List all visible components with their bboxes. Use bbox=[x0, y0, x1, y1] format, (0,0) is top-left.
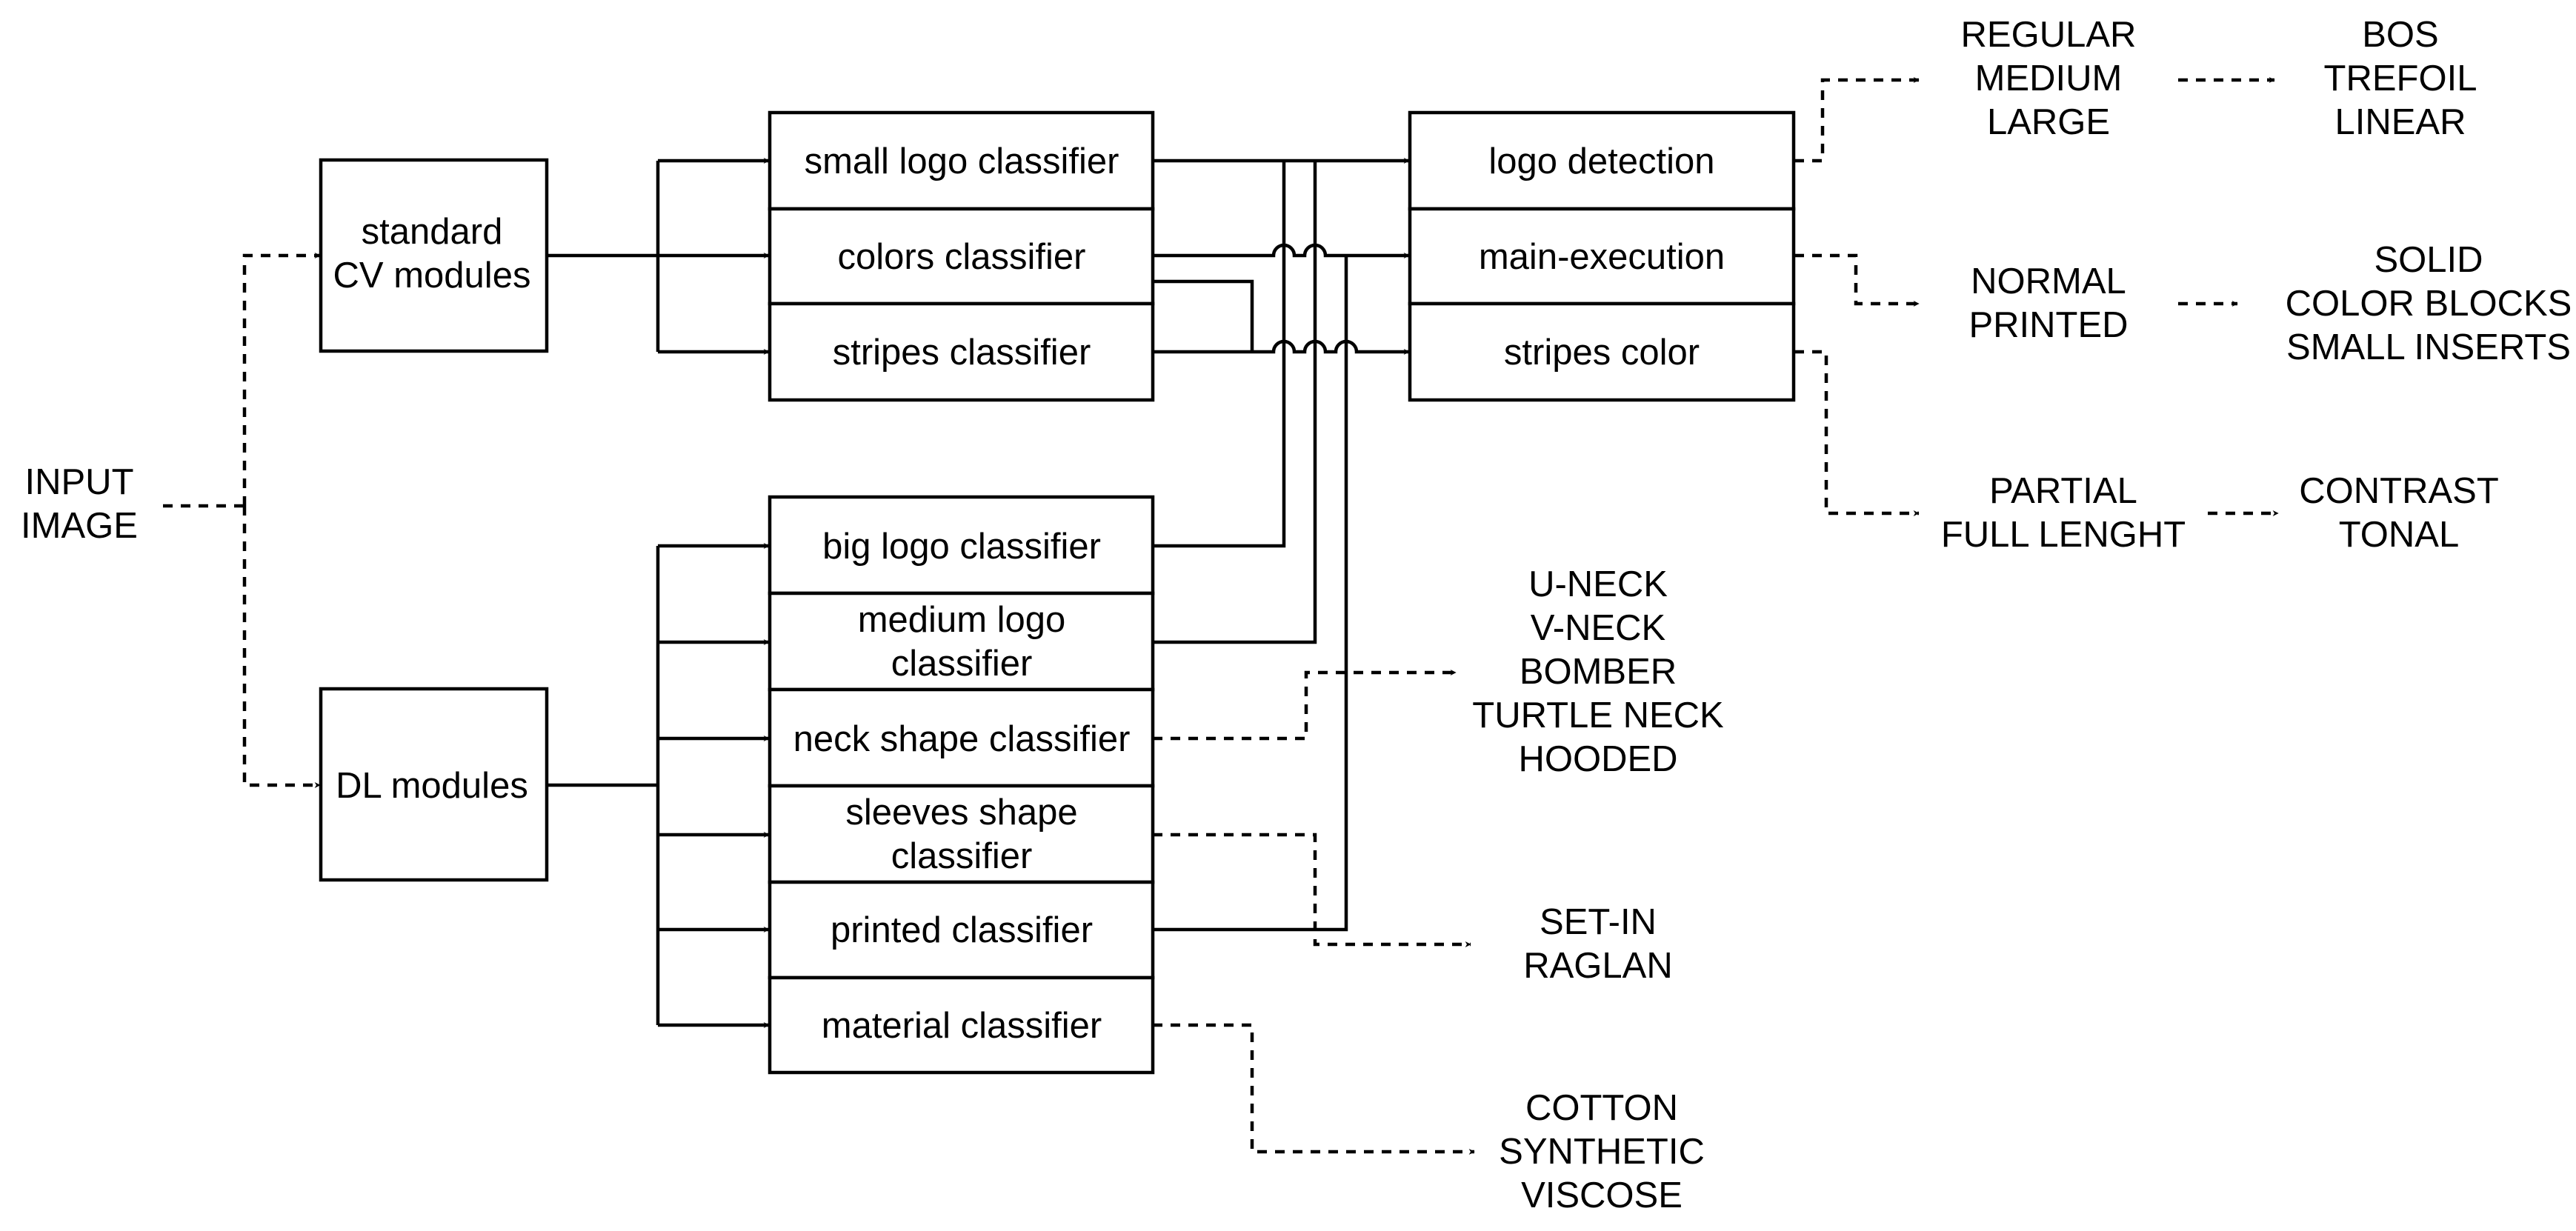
logo-detection-output-arrow bbox=[1794, 77, 1920, 163]
stripes-color-box bbox=[1408, 301, 1796, 402]
input-to-cv-arrow bbox=[242, 253, 321, 506]
stripes-classifier-box bbox=[768, 301, 1155, 402]
boxes bbox=[319, 110, 1796, 1075]
standard-cv-modules-box bbox=[319, 158, 549, 353]
colors-to-stripes-color-link bbox=[1153, 279, 1254, 352]
medium-logo-feed bbox=[1153, 161, 1317, 644]
stripes-color-output-arrow bbox=[1794, 350, 1920, 516]
neck-output-arrow bbox=[1153, 670, 1457, 741]
neck-shape-classifier-label: neck shape classifier bbox=[793, 719, 1131, 759]
colors-to-main-execution-arrow bbox=[1153, 243, 1410, 258]
big-logo-feed bbox=[1153, 161, 1286, 548]
printed-feed bbox=[1153, 256, 1348, 932]
neck-shape-classifier-box bbox=[768, 687, 1155, 788]
logo-detection-box bbox=[1408, 110, 1796, 211]
stripes-classifier-label: stripes classifier bbox=[833, 333, 1091, 373]
material-classifier-box bbox=[768, 975, 1155, 1075]
big-logo-classifier-box bbox=[768, 495, 1155, 596]
logo-detection-label: logo detection bbox=[1488, 141, 1714, 181]
dl-modules-label: DL modules bbox=[336, 766, 528, 806]
material-classifier-label: material classifier bbox=[822, 1006, 1102, 1046]
colors-classifier-label: colors classifier bbox=[838, 237, 1086, 277]
printed-classifier-box bbox=[768, 880, 1155, 980]
main-execution-box bbox=[1408, 207, 1796, 306]
main-execution-output-arrow bbox=[1794, 253, 1920, 307]
colors-classifier-box bbox=[768, 207, 1155, 306]
material-output-arrow bbox=[1153, 1023, 1475, 1155]
small-logo-classifier-label: small logo classifier bbox=[805, 141, 1119, 181]
dl-modules-box bbox=[319, 687, 549, 882]
printed-classifier-label: printed classifier bbox=[831, 910, 1093, 950]
connectors bbox=[163, 77, 2279, 1155]
big-logo-classifier-label: big logo classifier bbox=[822, 527, 1101, 567]
small-logo-classifier-box bbox=[768, 110, 1155, 211]
sleeves-shape-classifier-box bbox=[768, 784, 1155, 884]
sleeves-output-arrow bbox=[1153, 833, 1471, 947]
main-execution-label: main-execution bbox=[1479, 237, 1725, 277]
stripes-to-stripes-color-arrow bbox=[1153, 339, 1410, 355]
medium-logo-classifier-box bbox=[768, 591, 1155, 692]
stripes-color-label: stripes color bbox=[1504, 333, 1700, 373]
input-to-dl-arrow bbox=[242, 506, 321, 788]
